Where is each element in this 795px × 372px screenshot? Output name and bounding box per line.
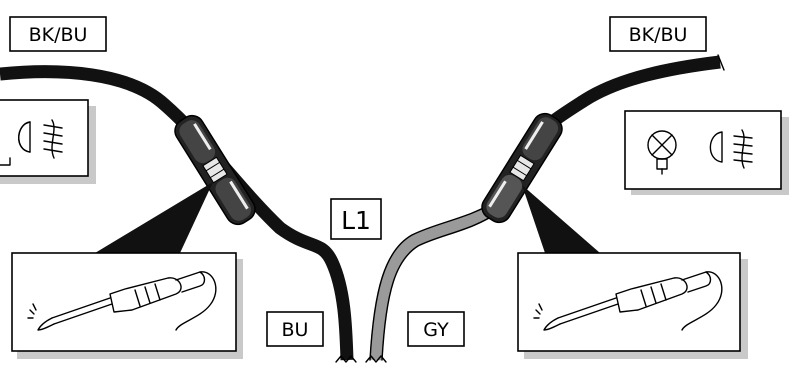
- low-beam-headlamp-icon: [0, 119, 63, 166]
- right-soldering-panel: [517, 252, 748, 359]
- label-bk-bu-left-text: BK/BU: [29, 24, 88, 46]
- label-l1-text: L1: [341, 206, 371, 235]
- low-beam-headlamp-icon: [709, 129, 753, 169]
- bulb-icon: [647, 130, 677, 175]
- label-bk-bu-right-text: BK/BU: [629, 24, 688, 46]
- label-bk-bu-left: BK/BU: [9, 16, 107, 52]
- right-gray-wire: [369, 199, 504, 361]
- label-bu-text: BU: [282, 319, 309, 341]
- label-bk-bu-right: BK/BU: [609, 16, 707, 52]
- right-lamp-panel: [624, 110, 789, 195]
- soldering-iron-icon: [27, 271, 217, 331]
- left-soldering-panel: [11, 252, 243, 359]
- left-headlamp-panel: [0, 99, 96, 184]
- label-gy: GY: [407, 311, 465, 347]
- right-splice-connector: [481, 112, 563, 224]
- left-callout-wedge: [95, 182, 213, 253]
- label-l1: L1: [330, 198, 382, 240]
- right-callout-wedge: [522, 185, 600, 253]
- label-gy-text: GY: [423, 319, 449, 341]
- soldering-iron-icon: [533, 271, 723, 331]
- left-black-wire: [0, 65, 354, 361]
- left-splice-connector: [174, 114, 256, 226]
- label-bu: BU: [266, 311, 324, 347]
